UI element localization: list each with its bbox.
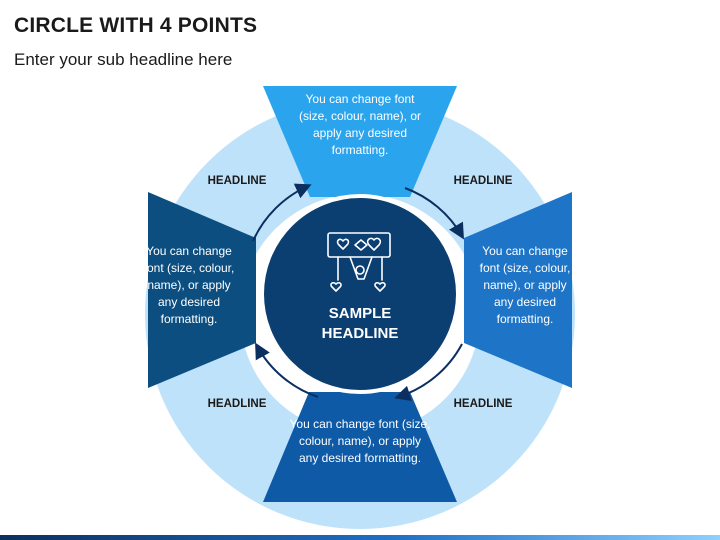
- top-point-text: You can change font (size, colour, name)…: [298, 92, 422, 157]
- center-headline-line1: SAMPLE: [328, 305, 392, 322]
- center-circle: [260, 194, 460, 394]
- arrow-top-right: [404, 187, 465, 240]
- hearts-sign-icon: [327, 232, 391, 292]
- top-point-panel[interactable]: [263, 86, 457, 197]
- bottom-point-panel[interactable]: [263, 392, 457, 502]
- bottom-accent-bar: [0, 535, 720, 540]
- ring-label-bottom-left: HEADLINE: [207, 398, 267, 410]
- bottom-point-text: You can change font (size, colour, name)…: [289, 417, 431, 465]
- right-point-panel[interactable]: [464, 192, 572, 388]
- page-title: CIRCLE WITH 4 POINTS: [14, 14, 258, 37]
- arrow-right-bottom: [394, 343, 463, 402]
- page-subtitle: Enter your sub headline here: [14, 50, 233, 69]
- ring-label-bottom-right: HEADLINE: [453, 398, 513, 410]
- left-point-panel[interactable]: [148, 192, 256, 388]
- left-point-text: You can change font (size, colour, name)…: [143, 244, 235, 326]
- center-headline-line2: HEADLINE: [321, 325, 399, 342]
- center-headline: SAMPLE HEADLINE: [290, 304, 430, 344]
- ring-label-top-right: HEADLINE: [453, 175, 513, 187]
- ring-label-top-left: HEADLINE: [207, 175, 267, 187]
- arrow-bottom-left: [255, 342, 319, 398]
- arrow-left-top: [252, 183, 312, 242]
- right-point-text: You can change font (size, colour, name)…: [479, 244, 571, 326]
